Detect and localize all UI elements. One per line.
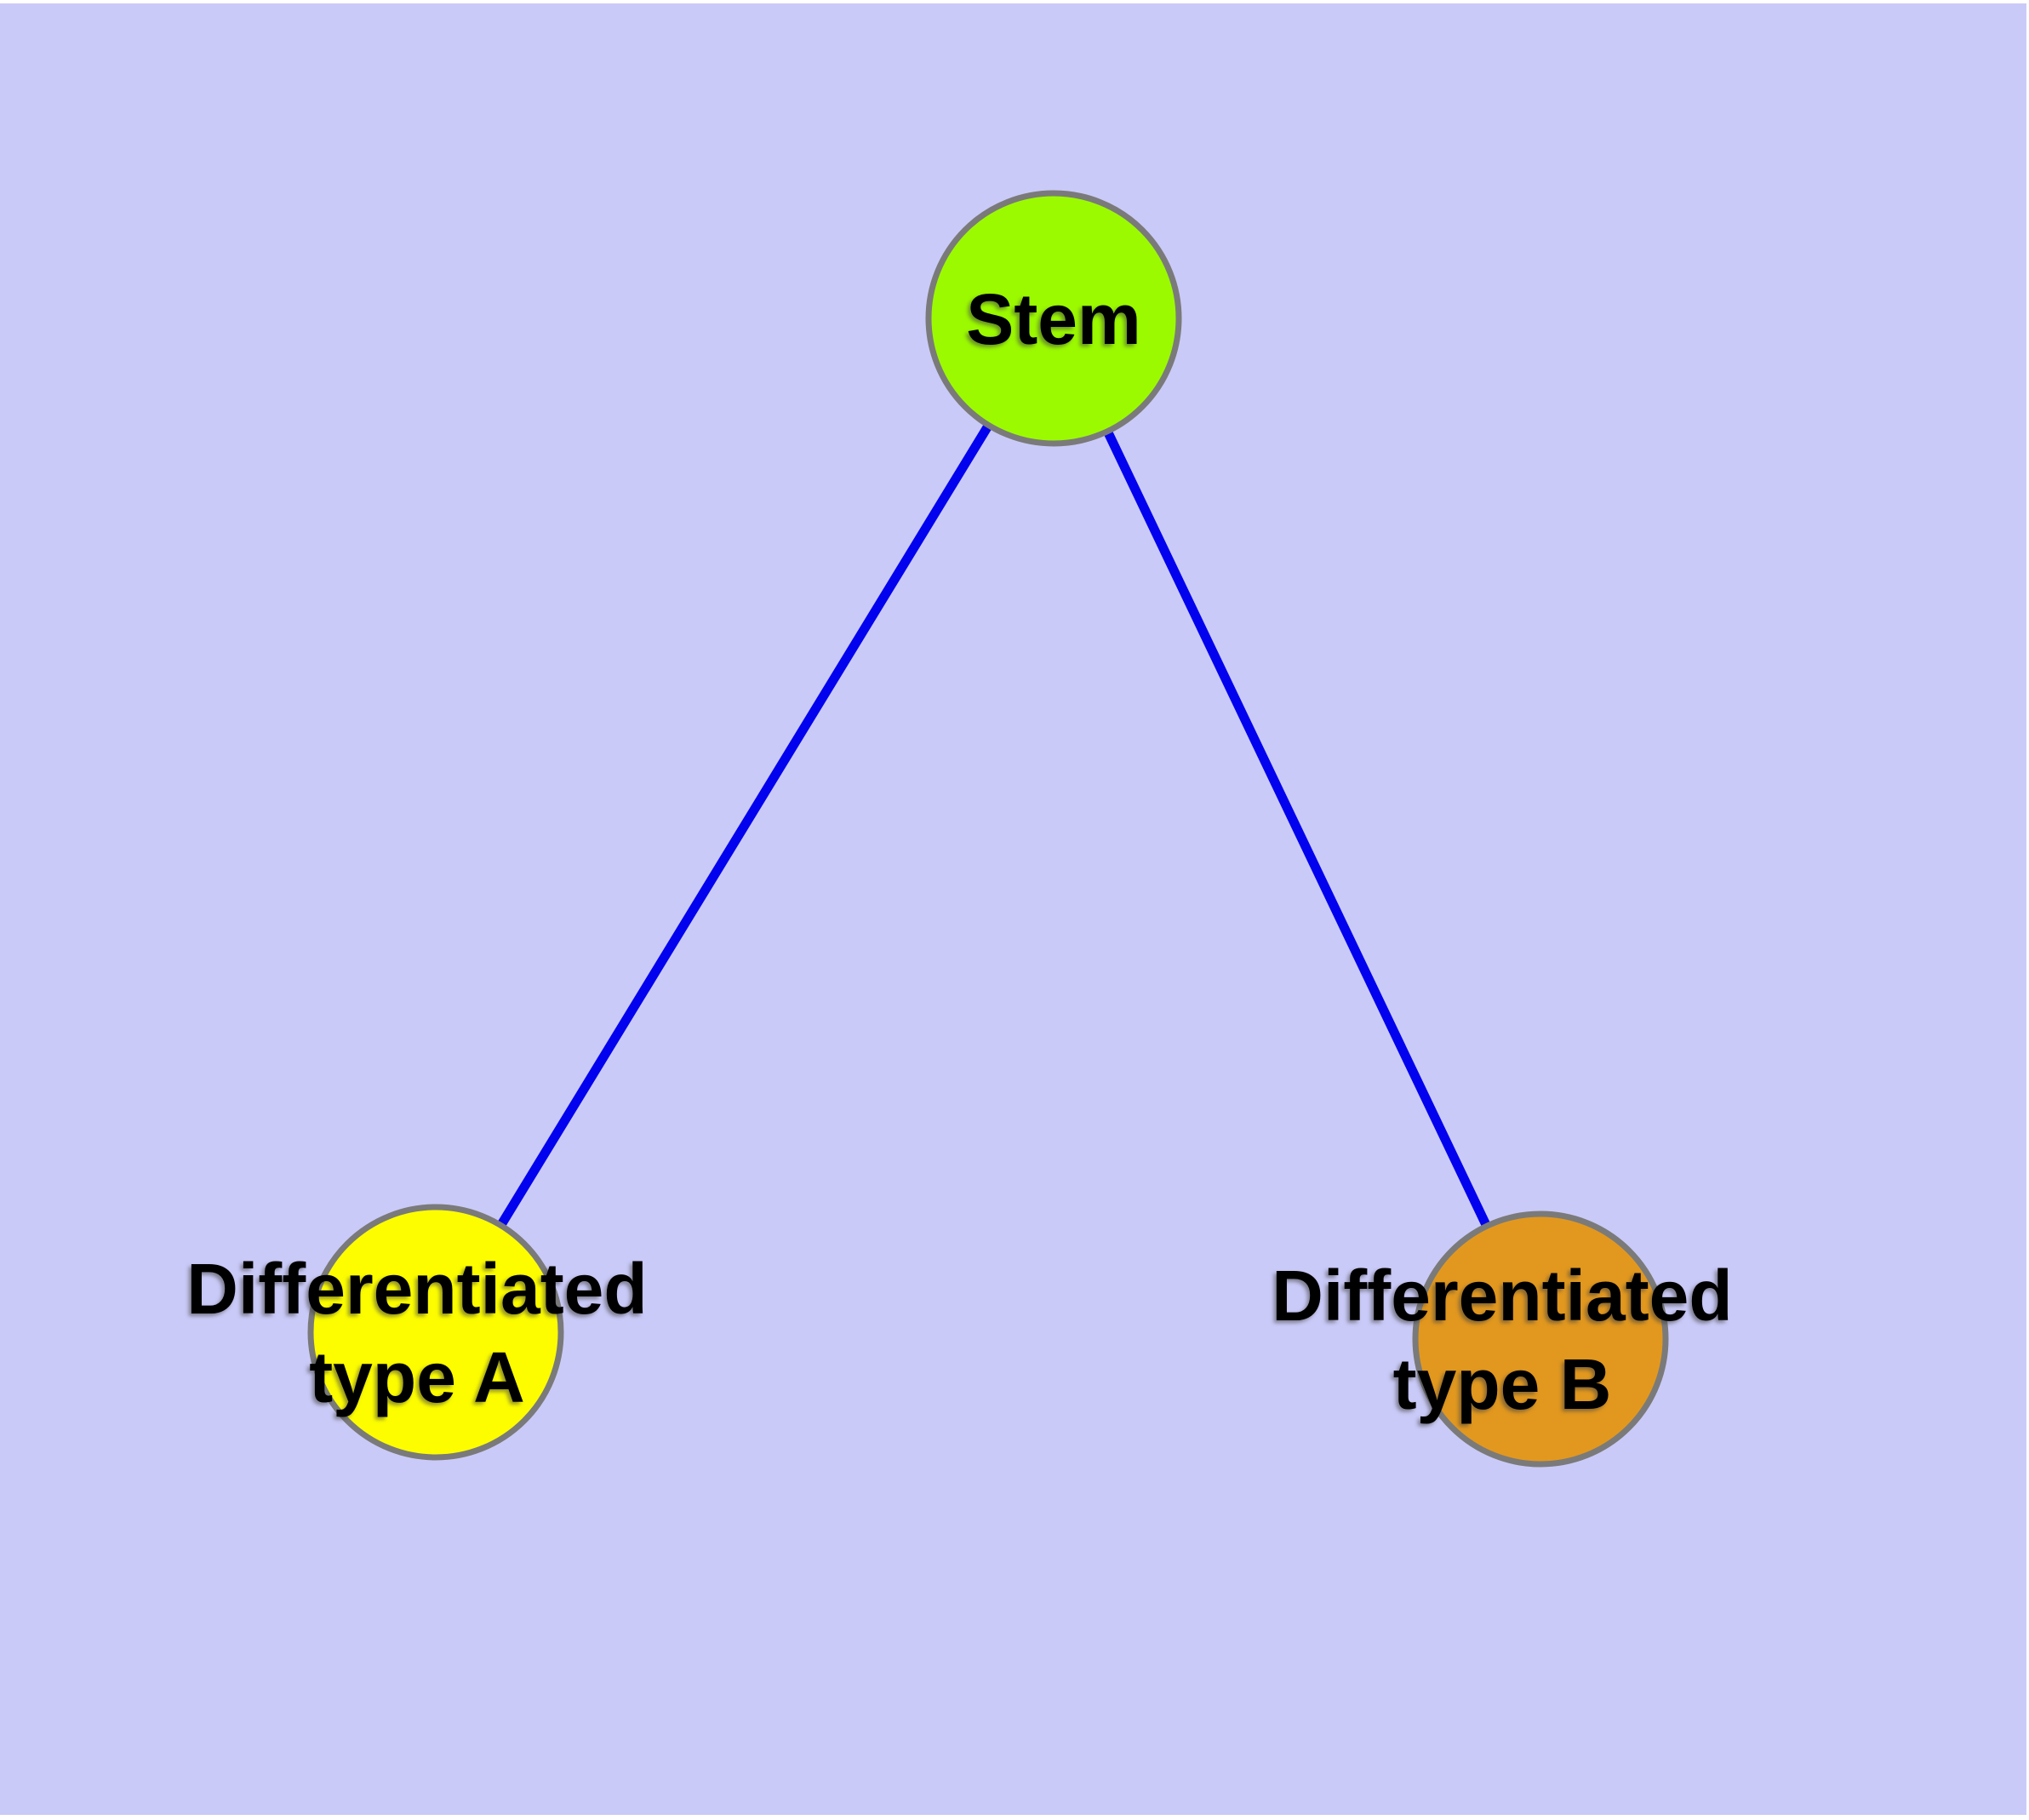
node-stem-label: Stem [966, 279, 1140, 359]
node-type-b-label-line1: Differentiated [1272, 1256, 1732, 1336]
edge-stem-to-type-b [1049, 316, 1545, 1342]
node-type-b-circle [1412, 1210, 1669, 1468]
node-stem-circle [925, 190, 1182, 447]
node-type-b-label-line2: type B [1393, 1344, 1612, 1424]
node-type-a-label-line2: type A [309, 1337, 525, 1417]
node-type-a-label-line1: Differentiated [186, 1249, 647, 1329]
node-type-a-circle [307, 1204, 564, 1461]
edge-stem-to-type-a [432, 316, 1058, 1335]
